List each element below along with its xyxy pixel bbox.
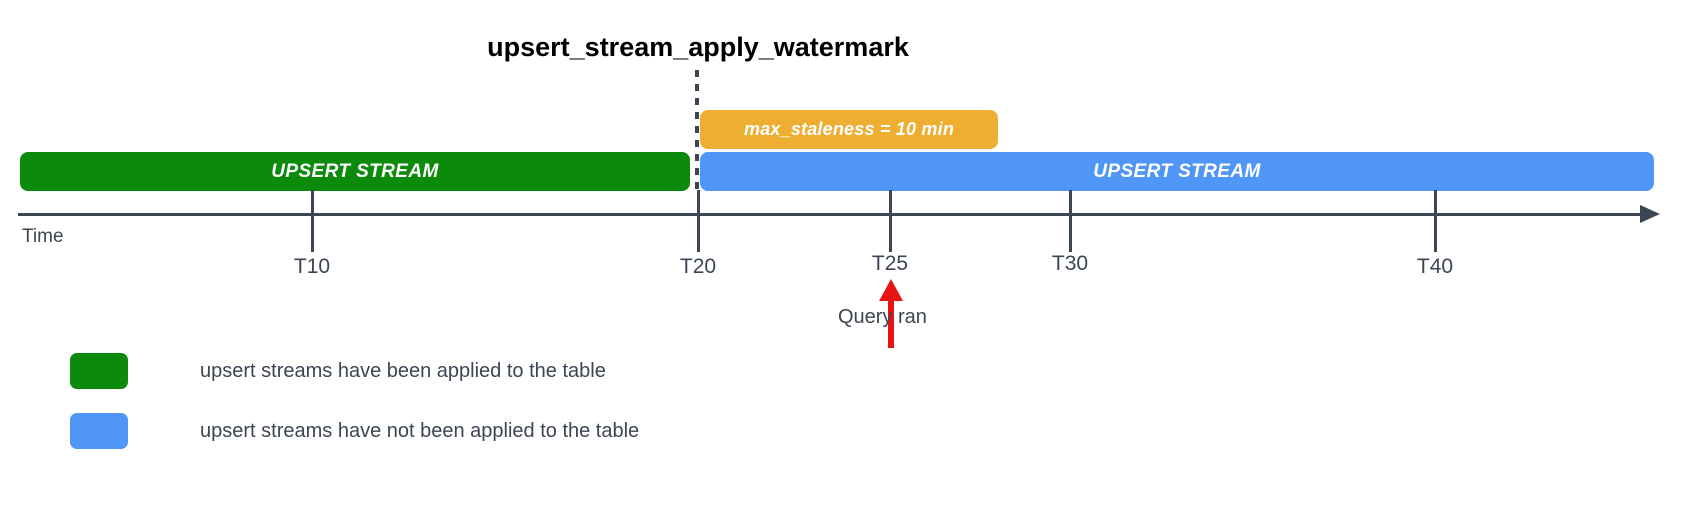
time-axis-arrow-icon [1640,205,1660,223]
legend-swatch-green [70,353,128,389]
watermark-dotted-line-icon [695,70,699,196]
legend-label-applied: upsert streams have been applied to the … [200,359,606,382]
tick-mark-t20 [697,190,700,252]
query-ran-arrow-shaft [888,298,894,348]
tick-mark-t40 [1434,190,1437,252]
bar-upsert-stream-not-applied: UPSERT STREAM [700,152,1654,191]
query-ran-label: Query ran [838,306,927,328]
bar-max-staleness: max_staleness = 10 min [700,110,998,149]
tick-mark-t10 [311,190,314,252]
legend-swatch-blue [70,413,128,449]
time-axis-line [18,213,1652,216]
tick-label-t20: T20 [679,255,717,278]
bar-max-staleness-label: max_staleness = 10 min [743,119,955,139]
legend-item-not-applied: upsert streams have not been applied to … [70,413,639,449]
tick-label-t25: T25 [871,252,909,275]
tick-mark-t30 [1069,190,1072,252]
tick-label-t40: T40 [1416,255,1454,278]
tick-label-t10: T10 [293,255,331,278]
query-ran-arrow-icon [879,279,903,301]
page-title: upsert_stream_apply_watermark [487,32,909,62]
bar-upsert-stream-not-applied-label: UPSERT STREAM [1093,160,1261,182]
tick-label-t30: T30 [1051,252,1089,275]
bar-upsert-stream-applied: UPSERT STREAM [20,152,690,191]
tick-mark-t25 [889,190,892,252]
time-axis-label: Time [22,226,64,247]
bar-upsert-stream-applied-label: UPSERT STREAM [271,160,439,182]
legend-item-applied: upsert streams have been applied to the … [70,353,606,389]
legend-label-not-applied: upsert streams have not been applied to … [200,419,640,442]
